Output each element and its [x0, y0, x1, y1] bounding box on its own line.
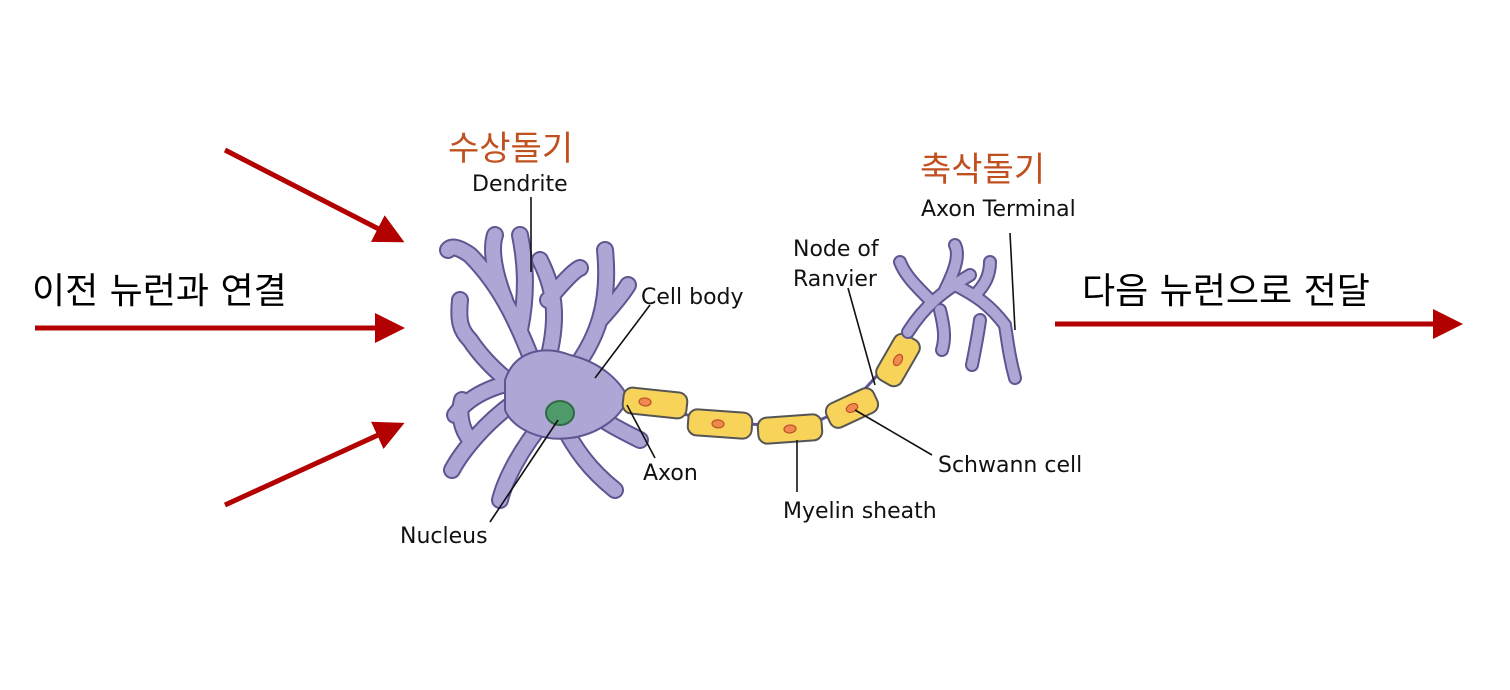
leader-lines — [489, 197, 1016, 523]
schwann-cell-label: Schwann cell — [938, 453, 1082, 478]
dendrites — [439, 226, 649, 509]
axon-label: Axon — [643, 461, 698, 486]
nucleus — [545, 400, 575, 426]
left-caption: 이전 뉴런과 연결 — [32, 271, 287, 312]
input-arrow-top — [223, 147, 405, 243]
node-of-ranvier-leader — [847, 287, 876, 386]
dendrite-label: Dendrite — [472, 172, 568, 197]
myelin-segment — [686, 408, 754, 440]
input-arrows — [35, 147, 405, 508]
dendrite-branches-fill — [441, 228, 647, 507]
nucleus-label: Nucleus — [400, 524, 488, 549]
myelin-segments — [621, 332, 921, 445]
axon-terminal-korean-label: 축삭돌기 — [920, 150, 1045, 190]
myelin-segment — [824, 387, 880, 429]
axon-terminal-leader — [1009, 232, 1016, 331]
myelin-sheath-label: Myelin sheath — [783, 499, 937, 524]
dendrite-korean-label: 수상돌기 — [448, 129, 573, 169]
input-arrow-bottom — [223, 421, 405, 508]
axon-terminal-label: Axon Terminal — [921, 197, 1076, 222]
myelin-segment — [756, 413, 824, 445]
axon-terminal — [893, 238, 1022, 385]
right-caption: 다음 뉴런으로 전달 — [1082, 271, 1370, 312]
node-of-ranvier-label-line2: Ranvier — [793, 267, 878, 292]
cell-body-label: Cell body — [641, 285, 744, 310]
myelin-segment — [875, 332, 921, 388]
myelin-segment — [621, 386, 689, 420]
nucleus-leader — [489, 419, 559, 523]
cell-body-leader — [594, 304, 651, 379]
axon-leader — [626, 404, 656, 459]
schwann-cell-leader — [854, 409, 933, 456]
node-of-ranvier-label-line1: Node of — [793, 237, 880, 262]
